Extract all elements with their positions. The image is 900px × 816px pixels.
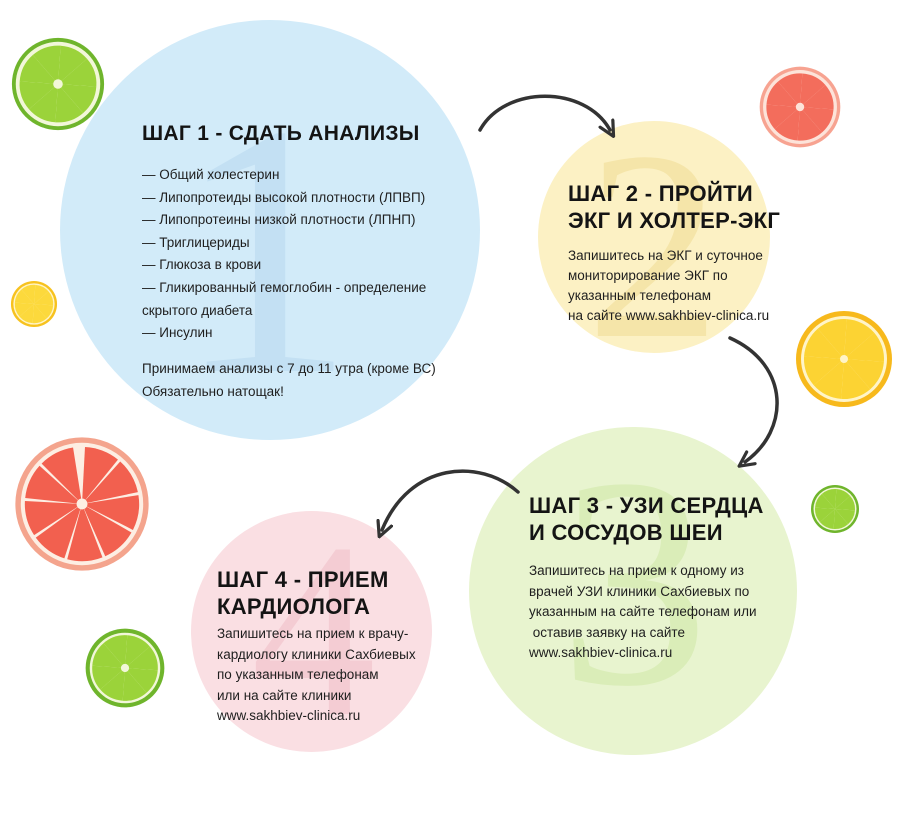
step2-title-line1: ШАГ 2 - ПРОЙТИ	[568, 181, 753, 206]
step2-website: на сайте www.sakhbiev-clinica.ru	[568, 308, 770, 323]
step3-text-line: указанным на сайте телефонам или	[529, 604, 757, 619]
lime-slice-small-icon	[811, 485, 859, 533]
step3-description: Запишитесь на прием к одному из врачей У…	[529, 561, 757, 664]
step1-list-item: — Инсулин	[142, 325, 213, 341]
step4-description: Запишитесь на прием к врачу- кардиологу …	[217, 624, 416, 727]
step4-website: www.sakhbiev-clinica.ru	[217, 708, 361, 723]
arrow-step3-to-step4	[382, 469, 520, 530]
step3-text-line: оставив заявку на сайте	[529, 624, 685, 640]
arrow-step1-to-step2	[478, 94, 610, 130]
step2-title-line2: ЭКГ И ХОЛТЕР-ЭКГ	[568, 208, 781, 233]
step4-title-line1: ШАГ 4 - ПРИЕМ	[217, 567, 389, 592]
lemon-slice-small-icon	[10, 280, 58, 328]
step1-note-fasting: Обязательно натощак!	[142, 383, 284, 399]
step3-text-line: врачей УЗИ клиники Сахбиевых по	[529, 583, 750, 599]
step1-list-item: — Липопротеиды высокой плотности (ЛПВП)	[142, 189, 426, 205]
step4-text-line: кардиологу клиники Сахбиевых	[217, 646, 416, 662]
step2-text-line: Запишитесь на ЭКГ и суточное	[568, 248, 763, 263]
step2-text-line: мониторирование ЭКГ по	[568, 268, 728, 283]
step2-text-line: указанным телефонам	[568, 288, 711, 303]
step4-title-line2: КАРДИОЛОГА	[217, 594, 371, 619]
step3-text-line: Запишитесь на прием к одному из	[529, 563, 744, 578]
step1-list-item: — Гликированный гемоглобин - определение	[142, 279, 427, 295]
step1-title: ШАГ 1 - СДАТЬ АНАЛИЗЫ	[142, 122, 420, 145]
step2-description: Запишитесь на ЭКГ и суточное мониториров…	[568, 246, 769, 326]
step1-list-item: — Триглицериды	[142, 234, 250, 250]
step4-text-line: или на сайте клиники	[217, 687, 352, 703]
step1-note: Принимаем анализы с 7 до 11 утра (кроме …	[142, 358, 436, 403]
grapefruit-slice-icon	[759, 66, 841, 148]
arrow-step2-to-step3	[728, 336, 779, 462]
step1-analyses-list: — Общий холестерин — Липопротеиды высоко…	[142, 164, 426, 345]
lemon-slice-large-icon	[796, 311, 892, 407]
lime-slice-icon	[11, 37, 105, 131]
step3-title: ШАГ 3 - УЗИ СЕРДЦА И СОСУДОВ ШЕИ	[529, 492, 764, 546]
step3-title-line1: ШАГ 3 - УЗИ СЕРДЦА	[529, 493, 764, 518]
step1-list-item: — Глюкоза в крови	[142, 257, 262, 273]
step4-text-line: по указанным телефонам	[217, 667, 379, 682]
grapefruit-half-icon	[15, 437, 149, 571]
lime-slice-bottom-icon	[85, 628, 165, 708]
step1-list-item: — Липопротеины низкой плотности (ЛПНП)	[142, 212, 416, 228]
step1-list-item: — Общий холестерин	[142, 167, 280, 182]
step3-title-line2: И СОСУДОВ ШЕИ	[529, 520, 723, 545]
step4-title: ШАГ 4 - ПРИЕМ КАРДИОЛОГА	[217, 566, 389, 620]
step2-title: ШАГ 2 - ПРОЙТИ ЭКГ И ХОЛТЕР-ЭКГ	[568, 180, 780, 234]
step3-website: www.sakhbiev-clinica.ru	[529, 645, 673, 660]
step1-list-item: скрытого диабета	[142, 302, 253, 318]
step4-text-line: Запишитесь на прием к врачу-	[217, 626, 409, 641]
step1-note-hours: Принимаем анализы с 7 до 11 утра (кроме …	[142, 361, 436, 376]
